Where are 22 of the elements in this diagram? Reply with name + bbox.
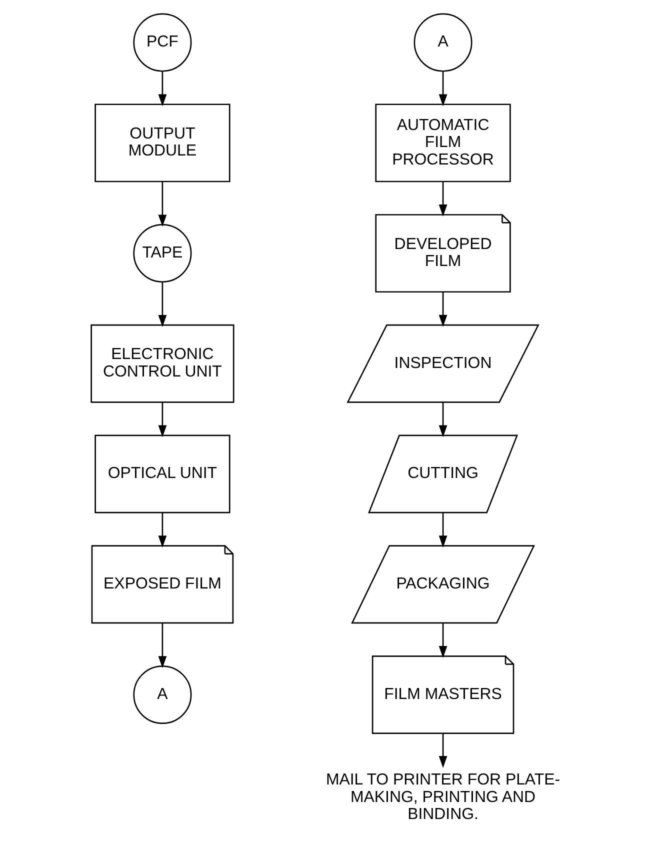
arrow [158, 402, 167, 438]
node-box: OUTPUT MODULE [94, 104, 230, 182]
arrow [158, 182, 167, 227]
node-circle: A [414, 13, 472, 72]
node-circle: A [133, 666, 192, 724]
node-text: MAIL TO PRINTER FOR PLATE-MAKING, PRINTING AND BINDING. [326, 772, 560, 824]
node-box: OPTICAL UNIT [94, 434, 230, 514]
arrow [438, 72, 448, 106]
arrow [158, 282, 167, 327]
node-box: AUTOMATIC FILM PROCESSOR [375, 104, 511, 182]
arrow [438, 292, 448, 327]
arrow [158, 72, 167, 106]
arrow [438, 402, 448, 438]
arrow [438, 182, 448, 216]
arrow [438, 733, 448, 768]
arrow [158, 513, 167, 548]
node-circle: TAPE [133, 224, 192, 283]
arrow [438, 623, 448, 658]
node-circle: PCF [133, 13, 192, 72]
arrow [158, 623, 167, 668]
arrow [438, 513, 448, 548]
node-box: ELECTRONIC CONTROL UNIT [90, 324, 234, 403]
